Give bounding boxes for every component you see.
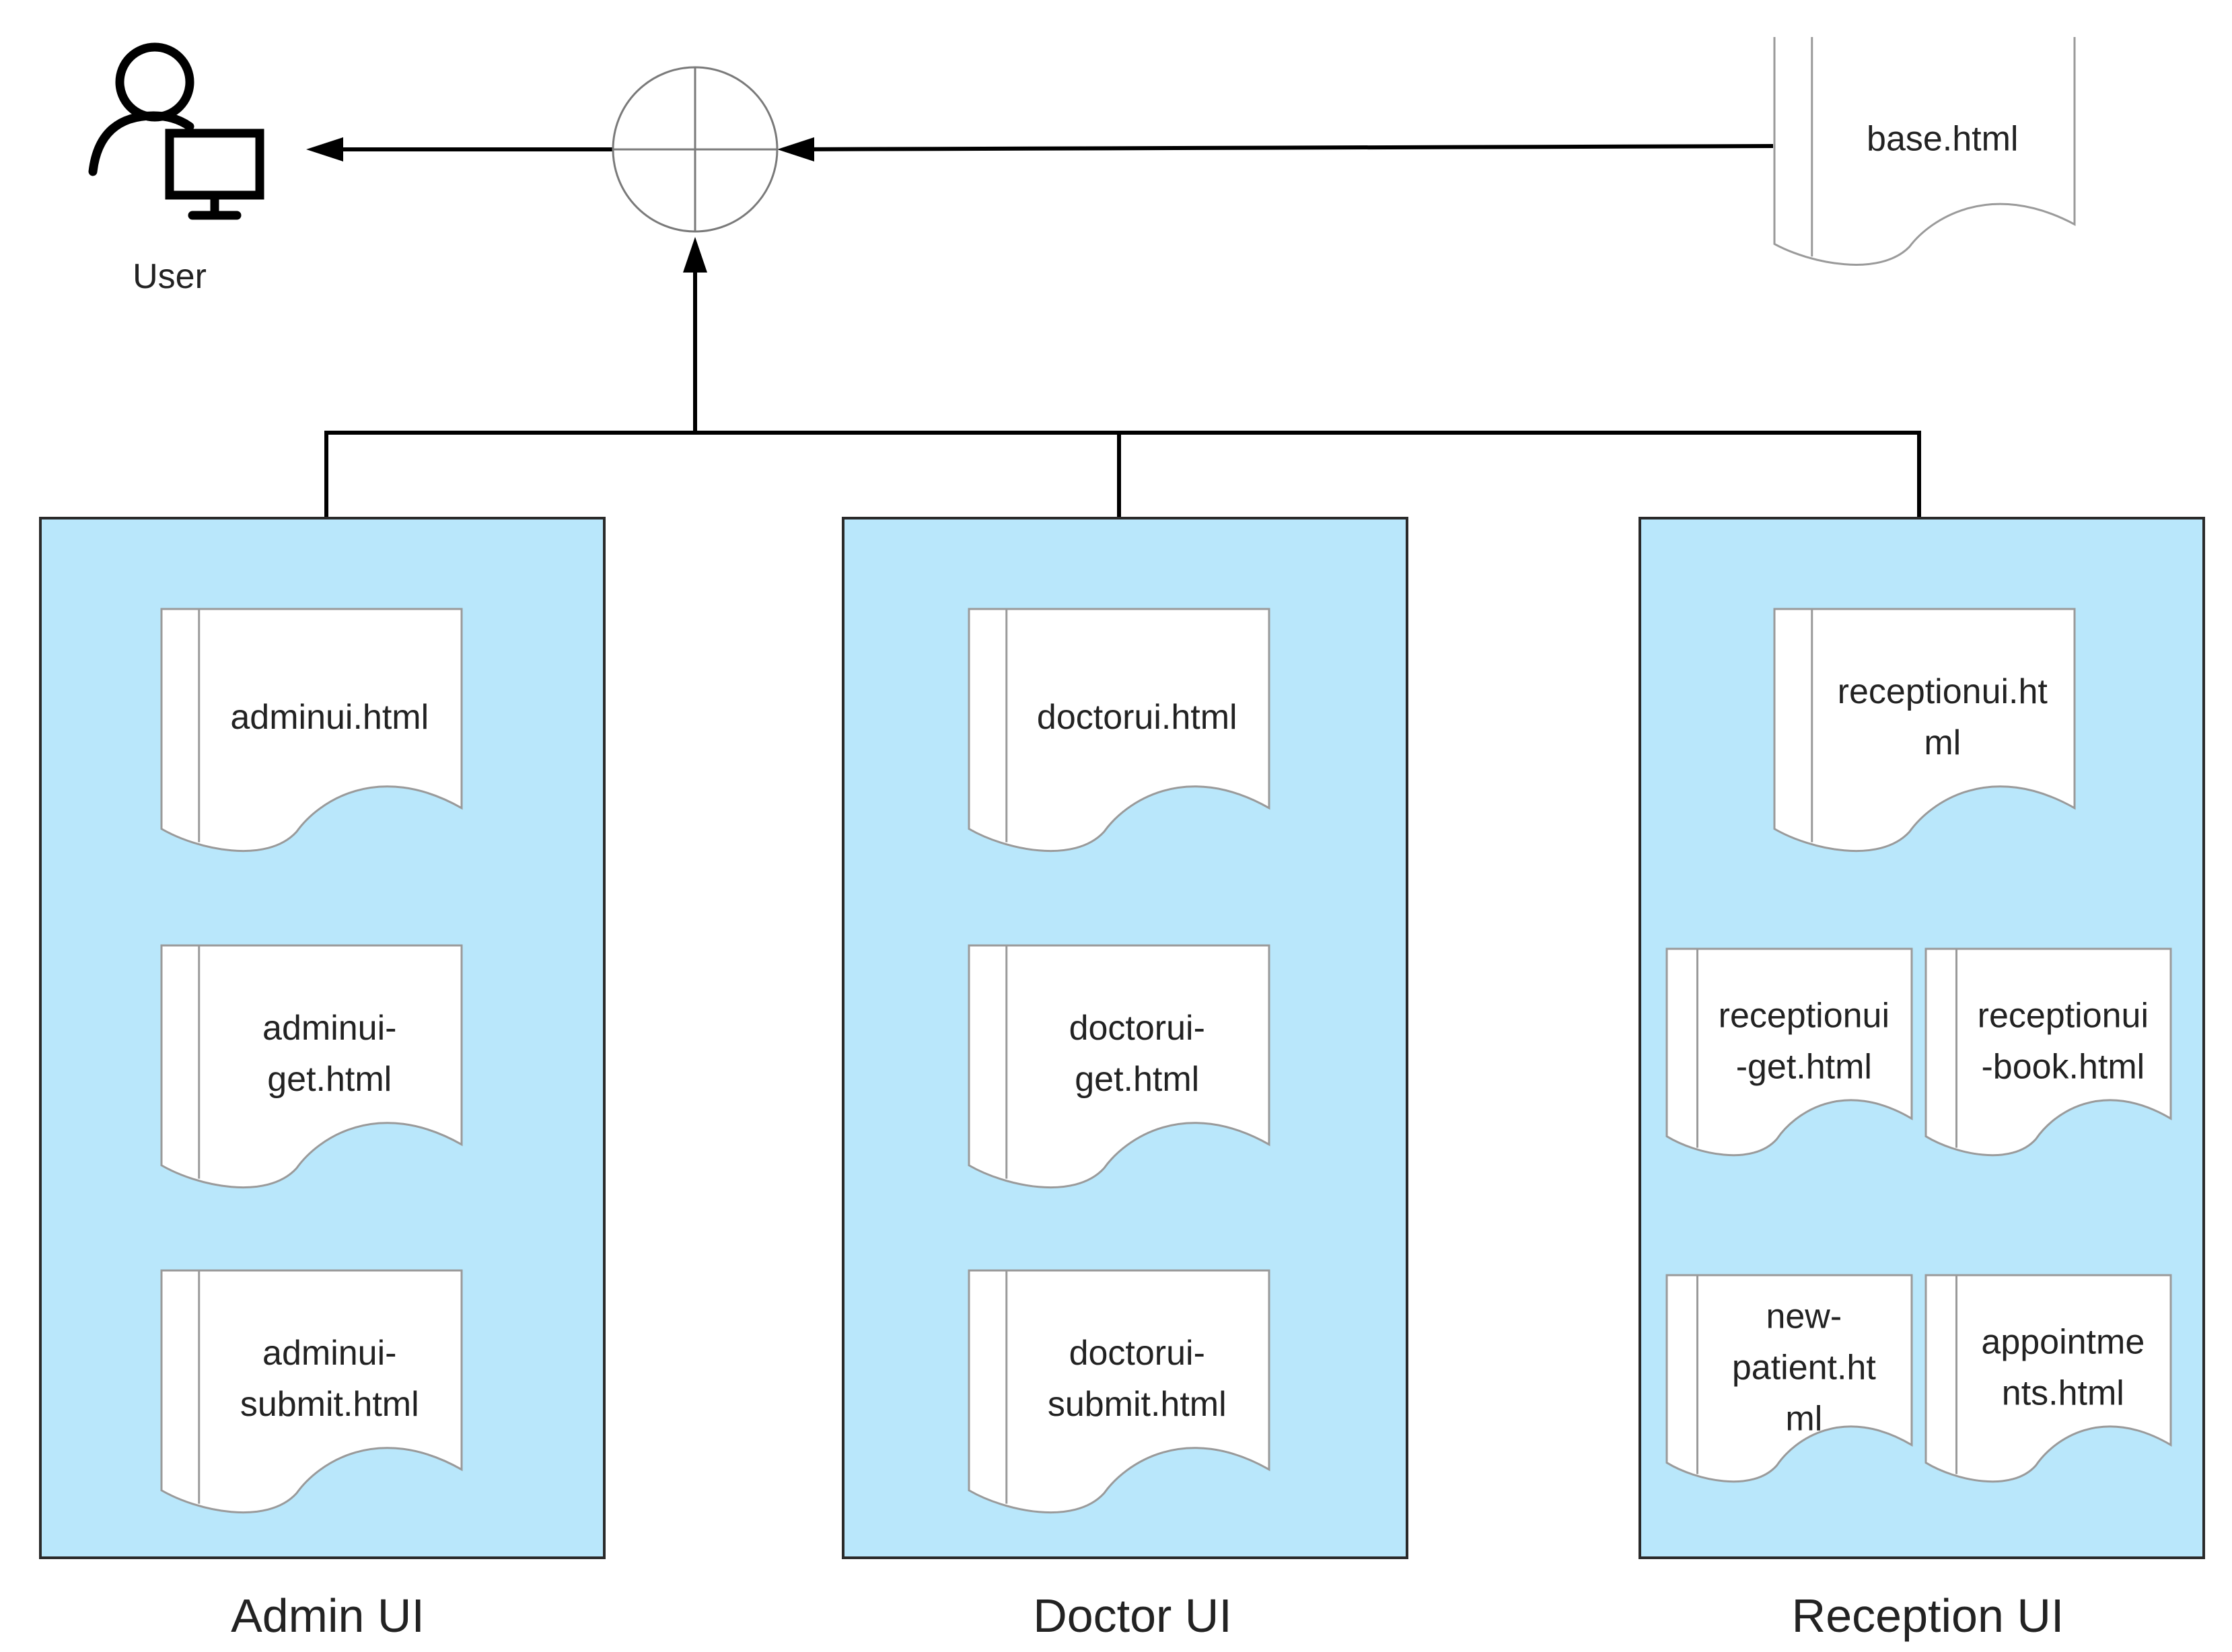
document-2-3-label-line: ml: [1785, 1399, 1822, 1438]
group-admin-ui-label: Admin UI: [231, 1589, 425, 1642]
document-0-2-shape: [160, 1269, 463, 1514]
document-2-4-label-line: appointme: [1981, 1322, 2145, 1361]
document-2-4-shape: [1924, 1274, 2172, 1483]
document-1-2-label-line: doctorui-: [1069, 1334, 1205, 1373]
document-0-2-label-line: submit.html: [240, 1385, 419, 1424]
document-2-0-label-line: receptionui.ht: [1838, 672, 2048, 711]
arrowhead-up-into-merge: [683, 237, 707, 273]
document-2-2-label-line: -book.html: [1981, 1047, 2145, 1086]
group-doctor-ui-documents: doctorui.htmldoctorui-get.htmldoctorui-s…: [968, 608, 1270, 1514]
document-0-1: adminui-get.html: [160, 944, 463, 1189]
document-2-1-shape: [1665, 947, 1913, 1157]
document-1-1-label-line: get.html: [1075, 1060, 1199, 1099]
document-1-1-shape: [968, 944, 1270, 1189]
group-bus-line: [324, 431, 1921, 518]
user-computer-icon: [88, 42, 264, 220]
base-to-merge-line: [790, 144, 1774, 151]
base-html-document-shape: [1774, 37, 2075, 265]
document-2-1: receptionui -get.html: [1665, 947, 1913, 1157]
document-2-2-shape: [1924, 947, 2172, 1157]
document-1-0: doctorui.html: [968, 608, 1270, 853]
group-reception-ui-label: Reception UI: [1792, 1589, 2064, 1642]
group-doctor-ui: doctorui.htmldoctorui-get.htmldoctorui-s…: [842, 517, 1408, 1642]
document-0-0: adminui.html: [160, 608, 463, 853]
group-admin-ui: adminui.htmladminui-get.htmladminui-subm…: [39, 517, 606, 1642]
document-2-4: appointme nts.html: [1924, 1274, 2172, 1483]
document-1-1-label-line: doctorui-: [1069, 1009, 1205, 1048]
document-2-1-label-line: receptionui: [1719, 996, 1889, 1035]
document-2-3: new-patient.ht ml: [1665, 1274, 1913, 1483]
document-2-3-label-line: new-: [1766, 1297, 1842, 1336]
base-html-document-label-line: base.html: [1867, 119, 2018, 158]
base-html-document-outline: [1773, 37, 2076, 266]
document-0-1-label-line: adminui-: [262, 1009, 396, 1048]
document-2-0-label-line: ml: [1924, 723, 1961, 762]
document-0-0-label-line: adminui.html: [230, 698, 429, 737]
connectors: [306, 137, 1921, 518]
document-0-2: adminui-submit.html: [160, 1269, 463, 1514]
document-2-4-label-line: nts.html: [2002, 1373, 2124, 1412]
document-2-3-shape: [1665, 1274, 1913, 1483]
base-html-document: base.html: [1773, 37, 2076, 266]
group-reception-ui: receptionui.htmlreceptionui-get.htmlrece…: [1639, 517, 2205, 1642]
document-0-2-label-line: adminui-: [262, 1334, 396, 1373]
document-1-0-shape: [968, 608, 1270, 853]
document-0-0-shape: [160, 608, 463, 853]
group-reception-ui-documents: receptionui.htmlreceptionui-get.htmlrece…: [1665, 608, 2172, 1483]
arrowhead-into-merge: [777, 137, 814, 161]
document-2-1-label-line: -get.html: [1736, 1047, 1872, 1086]
document-2-3-label-line: patient.ht: [1732, 1348, 1876, 1387]
document-0-1-shape: [160, 944, 463, 1189]
document-2-2-label-line: receptionui: [1978, 996, 2149, 1035]
document-1-0-label-line: doctorui.html: [1037, 698, 1237, 737]
document-2-2: receptionui -book.html: [1924, 947, 2172, 1157]
document-1-2-label-line: submit.html: [1048, 1385, 1227, 1424]
document-1-1: doctorui-get.html: [968, 944, 1270, 1189]
summing-junction-icon: [612, 66, 779, 233]
base-html-document: base.html: [1773, 37, 2076, 266]
group-doctor-ui-label: Doctor UI: [1033, 1589, 1232, 1642]
document-2-0-shape: [1773, 608, 2076, 853]
arrowhead-into-user: [306, 137, 343, 161]
document-2-0: receptionui.ht ml: [1773, 608, 2076, 853]
document-1-2: doctorui-submit.html: [968, 1269, 1270, 1514]
document-0-1-label-line: get.html: [267, 1060, 392, 1099]
document-1-2-shape: [968, 1269, 1270, 1514]
user-label: User: [133, 257, 207, 296]
group-admin-ui-documents: adminui.htmladminui-get.htmladminui-subm…: [160, 608, 463, 1514]
